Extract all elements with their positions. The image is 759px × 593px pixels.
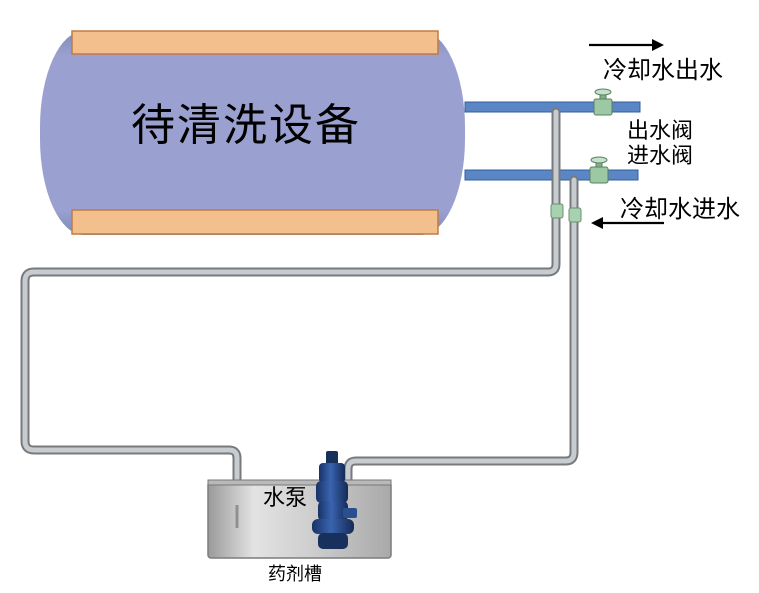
return-pipe	[22, 109, 559, 531]
vessel-bottom-panel	[71, 209, 439, 235]
chemical-tank-label: 药剂槽	[268, 564, 322, 585]
outlet-valve	[593, 88, 613, 116]
supply-fitting	[568, 207, 582, 223]
cooling-water-out-label: 冷却水出水	[603, 56, 723, 84]
vessel-top-panel	[71, 30, 439, 55]
left-arrow-icon	[591, 217, 664, 229]
pump-label: 水泵	[263, 486, 308, 511]
supply-pipe	[345, 177, 577, 523]
pipe-fittings	[550, 203, 582, 223]
inlet-valve	[589, 156, 609, 184]
equipment-vessel	[40, 30, 465, 235]
right-arrow-icon	[589, 39, 664, 51]
circulation-pipes	[20, 107, 579, 533]
inlet-valve-label: 进水阀	[627, 144, 694, 169]
vessel-body	[40, 31, 465, 235]
cooling-water-in-label: 冷却水进水	[620, 195, 740, 223]
valve-icon	[589, 88, 613, 184]
pump-icon	[312, 451, 357, 549]
return-fitting	[550, 203, 564, 219]
equipment-title: 待清洗设备	[131, 100, 361, 151]
tank-rim	[207, 479, 392, 486]
outlet-valve-label: 出水阀	[627, 119, 694, 144]
